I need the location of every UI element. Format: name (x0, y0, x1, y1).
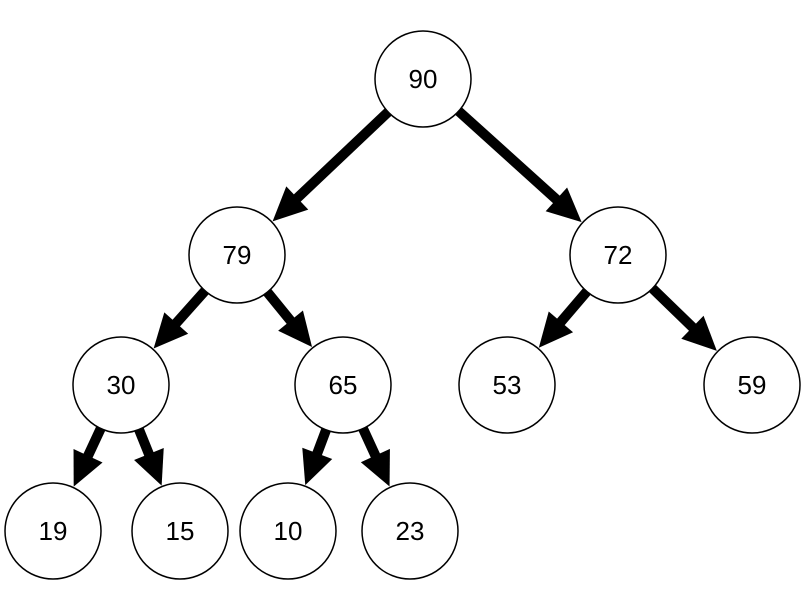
edge-line (358, 426, 381, 460)
tree-node-19: 19 (4, 482, 102, 580)
arrowhead-icon (302, 447, 333, 486)
node-label: 15 (166, 516, 195, 546)
tree-node-10: 10 (239, 482, 337, 580)
tree-node-72: 72 (569, 206, 667, 304)
edge-line (648, 284, 698, 333)
arrowhead-icon (73, 449, 103, 487)
arrowhead-icon (272, 186, 309, 222)
edge-90-to-79 (272, 108, 392, 222)
edge-90-to-72 (455, 107, 582, 223)
tree-node-15: 15 (131, 482, 229, 580)
edge-line (263, 289, 296, 326)
edge-65-to-23 (358, 426, 390, 487)
tree-node-90: 90 (374, 30, 472, 128)
edge-line (311, 428, 331, 457)
edge-line (455, 107, 562, 205)
tree-node-79: 79 (188, 206, 286, 304)
node-circle (703, 336, 801, 434)
edge-79-to-30 (153, 287, 209, 349)
edge-line (292, 108, 392, 203)
node-label: 19 (39, 516, 68, 546)
node-label: 90 (409, 64, 438, 94)
arrowhead-icon (134, 448, 164, 486)
tree-node-23: 23 (361, 482, 459, 580)
edge-72-to-59 (648, 284, 717, 351)
node-circle (374, 30, 472, 128)
arrowhead-icon (681, 315, 717, 351)
node-label: 53 (493, 370, 522, 400)
node-circle (131, 482, 229, 580)
arrowhead-icon (278, 310, 313, 348)
tree-node-65: 65 (294, 336, 392, 434)
tree-node-30: 30 (72, 336, 170, 434)
tree-node-53: 53 (458, 336, 556, 434)
node-circle (458, 336, 556, 434)
node-circle (4, 482, 102, 580)
edges-layer (73, 107, 717, 487)
node-circle (361, 482, 459, 580)
node-label: 72 (604, 240, 633, 270)
edge-30-to-15 (134, 427, 164, 486)
node-label: 65 (329, 370, 358, 400)
edge-line (134, 427, 155, 458)
edge-79-to-65 (263, 289, 313, 348)
edge-line (555, 288, 591, 327)
edge-72-to-53 (538, 288, 591, 348)
edge-65-to-10 (302, 428, 333, 486)
nodes-layer: 90 79 72 30 65 53 59 19 15 10 23 (4, 30, 801, 580)
arrowhead-icon (538, 311, 574, 348)
arrowhead-icon (545, 187, 582, 223)
edge-line (82, 426, 106, 460)
edge-line (171, 287, 209, 328)
node-circle (294, 336, 392, 434)
arrowhead-icon (153, 312, 189, 349)
node-circle (239, 482, 337, 580)
node-circle (188, 206, 286, 304)
arrowhead-icon (360, 448, 390, 487)
edge-30-to-19 (73, 426, 106, 487)
node-label: 23 (396, 516, 425, 546)
node-label: 30 (107, 370, 136, 400)
node-label: 10 (274, 516, 303, 546)
node-label: 79 (223, 240, 252, 270)
node-label: 59 (738, 370, 767, 400)
node-circle (569, 206, 667, 304)
node-circle (72, 336, 170, 434)
tree-node-59: 59 (703, 336, 801, 434)
